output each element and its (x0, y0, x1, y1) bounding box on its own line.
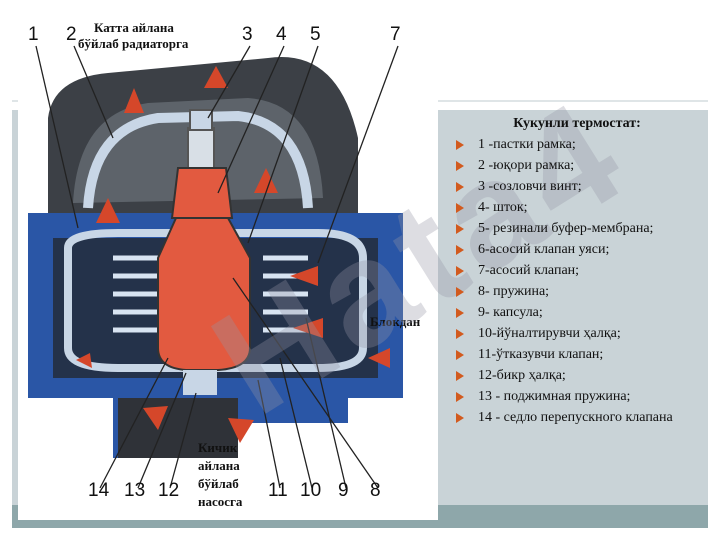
legend-item: 4- шток; (452, 199, 702, 216)
legend-item: 12-бикр ҳалқа; (452, 367, 702, 384)
legend-item: 10-йўналтирувчи ҳалқа; (452, 325, 702, 342)
legend-item-text: 5- резинали буфер-мембрана; (478, 221, 654, 236)
legend-item: 13 - поджимная пружина; (452, 388, 702, 405)
bullet-arrow-icon (456, 329, 464, 339)
caption-bottom-4: насосга (198, 494, 243, 509)
bullet-arrow-icon (456, 413, 464, 423)
legend-item: 14 - седло перепускного клапана (452, 409, 702, 426)
legend-item: 7-асосий клапан; (452, 262, 702, 279)
legend-item-text: 10-йўналтирувчи ҳалқа; (478, 326, 621, 341)
caption-top-line2: бўйлаб радиаторга (78, 36, 189, 51)
bullet-arrow-icon (456, 392, 464, 402)
legend-item-text: 7-асосий клапан; (478, 263, 580, 278)
caption-bottom-1: Кичик (198, 440, 238, 455)
bullet-arrow-icon (456, 182, 464, 192)
legend-item-text: 14 - седло перепускного клапана (478, 410, 673, 425)
legend-item: 11-ўтказувчи клапан; (452, 346, 702, 363)
bullet-arrow-icon (456, 266, 464, 276)
bullet-arrow-icon (456, 203, 464, 213)
legend-item-text: 11-ўтказувчи клапан; (478, 347, 604, 362)
legend-list: 1 -пастки рамка; 2 -юқори рамка; 3 -созл… (452, 136, 702, 426)
legend-item: 2 -юқори рамка; (452, 157, 702, 174)
label-14: 14 (88, 480, 110, 501)
legend-item-text: 4- шток; (478, 200, 528, 215)
legend-item-text: 2 -юқори рамка; (478, 158, 575, 173)
bullet-arrow-icon (456, 350, 464, 360)
bullet-arrow-icon (456, 245, 464, 255)
caption-bottom-3: бўйлаб (198, 476, 239, 491)
label-1: 1 (28, 24, 39, 45)
label-13: 13 (124, 480, 145, 501)
legend-item: 9- капсула; (452, 304, 702, 321)
label-2: 2 (66, 24, 77, 45)
legend-item: 1 -пастки рамка; (452, 136, 702, 153)
bullet-arrow-icon (456, 140, 464, 150)
bullet-arrow-icon (456, 308, 464, 318)
legend-item-text: 3 -созловчи винт; (478, 179, 582, 194)
legend-item: 6-асосий клапан уяси; (452, 241, 702, 258)
label-5: 5 (310, 24, 321, 45)
thermostat-diagram: 1 2 3 4 5 7 14 13 12 11 10 9 8 Катта айл… (18, 18, 438, 520)
legend-item-text: 9- капсула; (478, 305, 543, 320)
label-4: 4 (276, 24, 287, 45)
bullet-arrow-icon (456, 287, 464, 297)
caption-side: Блокдан (370, 314, 421, 329)
bullet-arrow-icon (456, 161, 464, 171)
legend-item-text: 1 -пастки рамка; (478, 137, 576, 152)
label-10: 10 (300, 480, 321, 501)
legend-item: 5- резинали буфер-мембрана; (452, 220, 702, 237)
bullet-arrow-icon (456, 371, 464, 381)
legend-item: 8- пружина; (452, 283, 702, 300)
label-11: 11 (268, 480, 288, 501)
legend-item-text: 8- пружина; (478, 284, 550, 299)
panel-title: Кукунли термостат: (513, 116, 641, 131)
legend-item-text: 13 - поджимная пружина; (478, 389, 631, 404)
label-7: 7 (390, 24, 401, 45)
caption-bottom-2: айлана (198, 458, 240, 473)
legend-item-text: 6-асосий клапан уяси; (478, 242, 610, 257)
legend-panel: Кукунли термостат: 1 -пастки рамка; 2 -ю… (452, 116, 702, 430)
legend-item: 3 -созловчи винт; (452, 178, 702, 195)
bullet-arrow-icon (456, 224, 464, 234)
label-12: 12 (158, 480, 179, 501)
caption-top-line1: Катта айлана (94, 20, 174, 35)
label-8: 8 (370, 480, 381, 501)
label-9: 9 (338, 480, 349, 501)
label-3: 3 (242, 24, 253, 45)
legend-item-text: 12-бикр ҳалқа; (478, 368, 566, 383)
